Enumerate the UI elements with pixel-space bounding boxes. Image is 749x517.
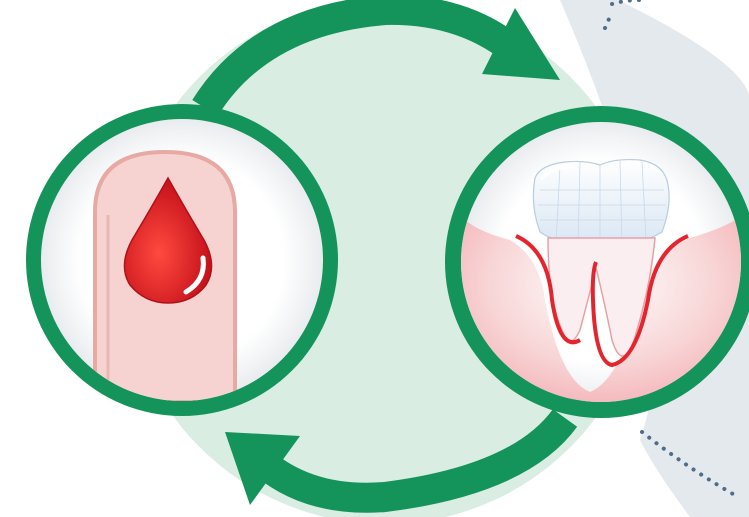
node-blood-finger: [26, 104, 338, 416]
tooth-crown: [533, 160, 669, 246]
